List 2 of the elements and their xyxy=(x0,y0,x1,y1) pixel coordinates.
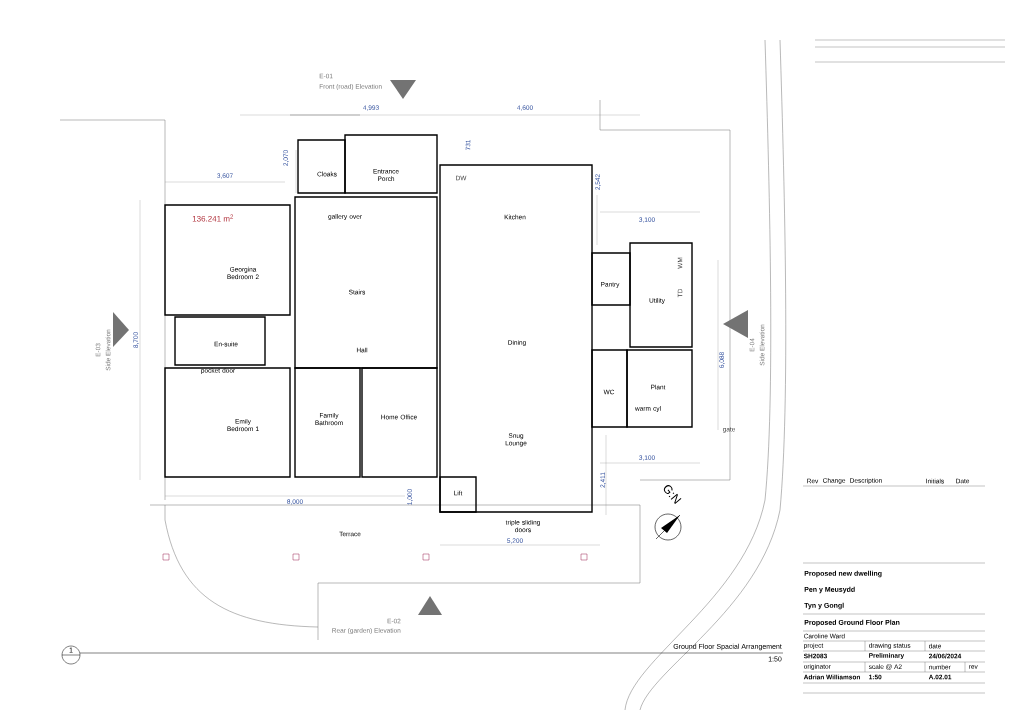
floor-area-label: 136.241 m$^{2}$ xyxy=(192,214,234,222)
north-label: G:N xyxy=(663,485,682,505)
